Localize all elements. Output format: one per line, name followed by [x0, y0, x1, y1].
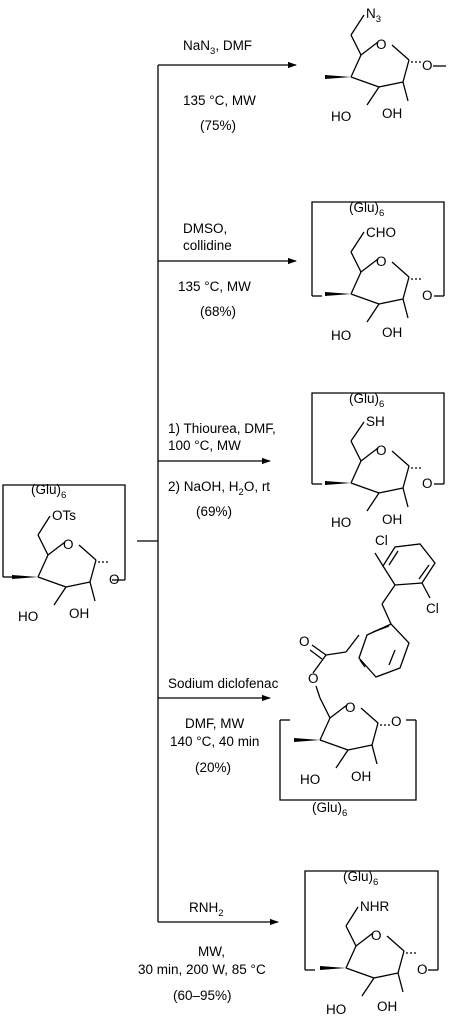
hydroxyl-left: HO — [331, 109, 351, 124]
aldehyde-group: CHO — [366, 225, 396, 240]
ring-oxygen: O — [371, 928, 382, 943]
conditions-4-yield: (20%) — [195, 760, 231, 775]
conditions-5-yield: (60–95%) — [173, 988, 232, 1003]
anomeric-oxygen: O — [422, 476, 433, 491]
hydroxyl-right: OH — [351, 769, 371, 784]
conditions-1-below-1: 135 °C, MW — [183, 93, 256, 108]
ring-oxygen: O — [376, 254, 387, 269]
hydroxyl-right: OH — [69, 606, 89, 621]
anomeric-oxygen: O — [422, 58, 433, 73]
anomeric-oxygen: O — [109, 572, 120, 587]
conditions-5-above: RNH2 — [189, 900, 224, 919]
conditions-1-above: NaN3, DMF — [183, 38, 252, 57]
anomeric-oxygen: O — [417, 962, 428, 977]
product-thiol: (Glu)6 SH O O HO OH — [311, 391, 445, 530]
macrocycle-bracket — [311, 392, 445, 484]
chloro-bottom: Cl — [426, 601, 439, 616]
product-diclofenac-ester: (Glu)6 O O Cl Cl O O HO OH — [279, 533, 439, 819]
conditions-3-above-2: 100 °C, MW — [168, 438, 241, 453]
conditions-2-above-1: DMSO, — [183, 221, 227, 236]
hydroxyl-left: HO — [326, 1002, 346, 1017]
macrocycle-bracket — [2, 484, 126, 580]
conditions-4: Sodium diclofenac DMF, MW 140 °C, 40 min… — [168, 676, 279, 775]
hydroxyl-right: OH — [382, 325, 402, 340]
thiol-group: SH — [366, 414, 385, 429]
conditions-2: DMSO, collidine 135 °C, MW (68%) — [178, 221, 251, 319]
hydroxyl-left: HO — [300, 772, 320, 787]
hydroxyl-left: HO — [331, 515, 351, 530]
azide-group: N3 — [366, 6, 381, 25]
tosylate-group: OTs — [52, 508, 76, 523]
ring-label: (Glu)6 — [343, 869, 378, 888]
conditions-4-below-1: DMF, MW — [185, 716, 244, 731]
conditions-4-above: Sodium diclofenac — [168, 676, 279, 691]
conditions-5: RNH2 MW, 30 min, 200 W, 85 °C (60–95%) — [138, 900, 266, 1003]
ring-oxygen: O — [63, 537, 74, 552]
conditions-1-yield: (75%) — [200, 118, 236, 133]
conditions-3-above-1: 1) Thiourea, DMF, — [168, 421, 276, 436]
ester-oxygen: O — [308, 671, 319, 686]
macrocycle-bracket — [311, 201, 445, 296]
hydroxyl-left: HO — [331, 328, 351, 343]
ring-oxygen: O — [376, 443, 387, 458]
ring-oxygen: O — [376, 37, 387, 52]
reaction-arrows — [137, 61, 297, 926]
conditions-2-yield: (68%) — [200, 304, 236, 319]
conditions-3: 1) Thiourea, DMF, 100 °C, MW 2) NaOH, H2… — [168, 421, 276, 519]
product-amine: (Glu)6 NHR O O HO OH — [304, 869, 439, 1017]
hydroxyl-right: OH — [382, 512, 402, 527]
conditions-5-below-1: MW, — [198, 944, 225, 959]
ring-label: (Glu)6 — [349, 391, 384, 410]
start-ring-label: (Glu)6 — [31, 482, 66, 501]
conditions-5-below-2: 30 min, 200 W, 85 °C — [138, 962, 266, 977]
conditions-3-yield: (69%) — [196, 504, 232, 519]
conditions-3-below-1: 2) NaOH, H2O, rt — [168, 479, 270, 498]
ring-label: (Glu)6 — [349, 200, 384, 219]
hydroxyl-right: OH — [377, 999, 397, 1014]
product-azide: N3 O O HO OH — [324, 6, 446, 124]
conditions-4-below-2: 140 °C, 40 min — [170, 734, 259, 749]
conditions-2-below-1: 135 °C, MW — [178, 279, 251, 294]
ring-oxygen: O — [345, 700, 356, 715]
conditions-1: NaN3, DMF 135 °C, MW (75%) — [183, 38, 256, 133]
carbonyl-oxygen: O — [299, 634, 310, 649]
hydroxyl-right: OH — [382, 106, 402, 121]
hydroxyl-left: HO — [18, 609, 38, 624]
chloro-top: Cl — [375, 533, 388, 548]
anomeric-oxygen: O — [422, 288, 433, 303]
product-aldehyde: (Glu)6 CHO O O HO OH — [311, 200, 445, 343]
anomeric-oxygen: O — [391, 714, 402, 729]
ring-label: (Glu)6 — [312, 800, 347, 819]
conditions-2-above-2: collidine — [183, 238, 232, 253]
macrocycle-bracket — [304, 870, 439, 970]
amine-group: NHR — [360, 899, 389, 914]
macrocycle-bracket — [279, 720, 417, 801]
starting-material: (Glu)6 OTs O O HO OH — [2, 482, 126, 624]
